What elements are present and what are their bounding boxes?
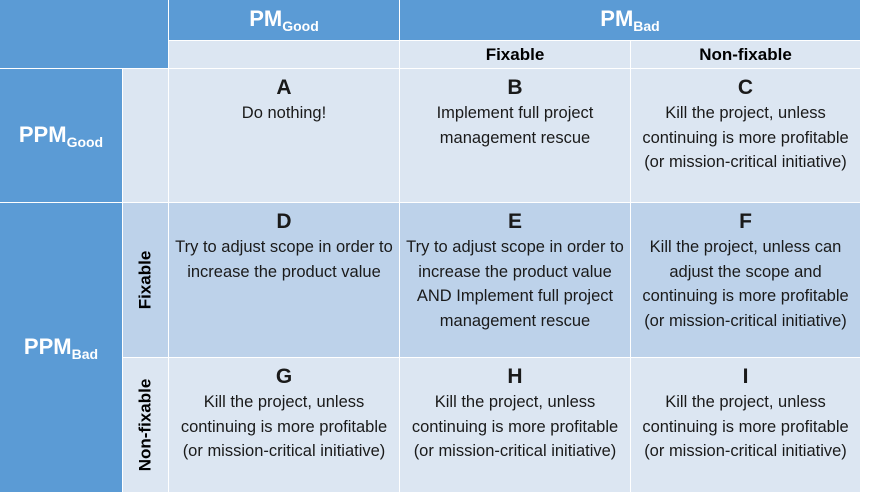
cell-a: A Do nothing! [169, 69, 400, 203]
cell-b-text: Implement full project management rescue [436, 104, 594, 147]
ppm-good-subheader-empty [123, 69, 169, 203]
cell-g-letter: G [275, 365, 293, 388]
ppm-bad-header: PPMBad [0, 203, 123, 493]
non-fixable-column-label: Non-fixable [699, 44, 792, 64]
pm-good-header: PMGood [169, 0, 400, 41]
cell-d-letter: D [276, 210, 292, 233]
pm-good-label: PMGood [249, 6, 319, 34]
ppm-good-header: PPMGood [0, 69, 123, 203]
cell-f-letter: F [739, 210, 752, 233]
pm-bad-non-fixable-header: Non-fixable [631, 41, 861, 69]
cell-e-text: Try to adjust scope in order to increase… [406, 238, 624, 330]
cell-i: I Kill the project, unless continuing is… [631, 358, 861, 493]
cell-h-text: Kill the project, unless continuing is m… [411, 393, 619, 460]
cell-c: C Kill the project, unless continuing is… [631, 69, 861, 203]
cell-g: G Kill the project, unless continuing is… [169, 358, 400, 493]
cell-i-letter: I [742, 365, 749, 388]
cell-e-letter: E [507, 210, 522, 233]
cell-a-letter: A [276, 76, 292, 99]
fixable-column-label: Fixable [485, 44, 545, 64]
ppm-bad-non-fixable-header: Non-fixable [123, 358, 169, 493]
ppm-bad-label: PPMBad [23, 333, 99, 362]
cell-f-text: Kill the project, unless can adjust the … [642, 238, 849, 330]
cell-a-text: Do nothing! [241, 104, 327, 122]
pm-bad-fixable-header: Fixable [400, 41, 631, 69]
cell-e: E Try to adjust scope in order to increa… [400, 203, 631, 358]
pm-good-subheader-empty [169, 41, 400, 69]
ppm-good-label: PPMGood [18, 121, 104, 150]
corner-header [0, 0, 169, 69]
cell-h: H Kill the project, unless continuing is… [400, 358, 631, 493]
ppm-bad-fixable-header: Fixable [123, 203, 169, 358]
cell-b-letter: B [507, 76, 523, 99]
cell-d-text: Try to adjust scope in order to increase… [175, 238, 393, 281]
non-fixable-row-label: Non-fixable [135, 378, 155, 472]
cell-c-text: Kill the project, unless continuing is m… [642, 104, 849, 171]
cell-d: D Try to adjust scope in order to increa… [169, 203, 400, 358]
cell-h-letter: H [507, 365, 523, 388]
cell-f: F Kill the project, unless can adjust th… [631, 203, 861, 358]
pm-bad-header: PMBad [400, 0, 861, 41]
cell-b: B Implement full project management resc… [400, 69, 631, 203]
cell-g-text: Kill the project, unless continuing is m… [180, 393, 388, 460]
cell-i-text: Kill the project, unless continuing is m… [642, 393, 849, 460]
cell-c-letter: C [737, 76, 754, 99]
fixable-row-label: Fixable [135, 250, 155, 310]
pm-bad-label: PMBad [600, 6, 660, 34]
